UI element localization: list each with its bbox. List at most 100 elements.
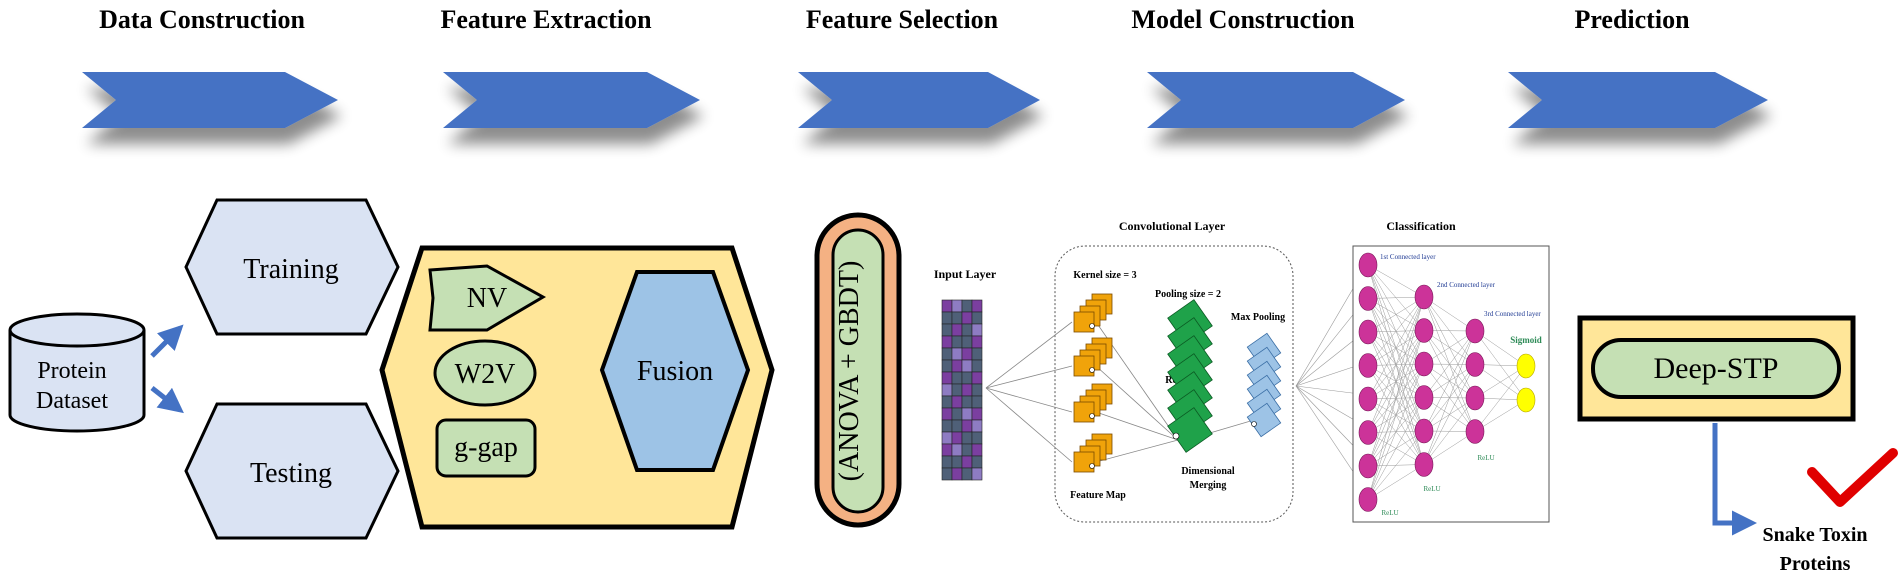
input-cell [951, 335, 963, 349]
input-cell [951, 419, 963, 433]
dataset-label-line1: Protein [37, 358, 106, 384]
dataset-label-line2: Dataset [36, 388, 108, 414]
nn-node [1414, 284, 1434, 310]
input-cell [971, 431, 983, 445]
nn-node [1465, 318, 1485, 344]
nn-node [1358, 319, 1378, 345]
deep-stp-label: Deep-STP [1654, 352, 1779, 385]
relu-label-2: ReLU [1423, 485, 1440, 493]
check-icon [1807, 448, 1898, 507]
testing-hexagon: Testing [184, 402, 400, 540]
feature-map-square [1073, 401, 1095, 423]
deep-stp-capsule [1591, 338, 1841, 399]
input-cell [941, 443, 953, 457]
input-layer-label: Input Layer [934, 267, 997, 281]
input-cell [961, 323, 973, 337]
feature-map-square [1073, 311, 1095, 333]
nn-node [1414, 351, 1434, 377]
input-cell [971, 371, 983, 385]
nn-output-node [1516, 353, 1536, 379]
nn-node [1358, 420, 1378, 445]
input-cell [951, 347, 963, 361]
input-cell [961, 395, 973, 409]
input-cell [941, 347, 953, 361]
w2v-label: W2V [455, 359, 516, 390]
nn-node [1465, 385, 1485, 411]
nn-edge [1367, 296, 1425, 433]
feature-extraction-panel: NV W2V g-gap Fusion [379, 245, 775, 530]
stage-arrow-1 [82, 72, 338, 128]
input-cell [961, 443, 973, 457]
conv-square [1167, 407, 1213, 453]
nn-node [1414, 418, 1434, 444]
feature-map-square [1073, 451, 1095, 473]
feature-map-square [1073, 355, 1095, 377]
input-cell [971, 443, 983, 457]
nn-edge [1423, 330, 1476, 465]
input-cell [971, 323, 983, 337]
testing-label: Testing [250, 458, 332, 489]
input-cell [971, 299, 983, 313]
stage-title-data-construction: Data Construction [99, 5, 305, 34]
nn-node [1358, 286, 1378, 311]
deep-stp-box: Deep-STP [1577, 315, 1856, 422]
feature-map-dot [1089, 367, 1095, 373]
nn-edge [1367, 363, 1425, 500]
nn-edge [1423, 296, 1476, 332]
ggap-label: g-gap [454, 432, 518, 463]
nn-edge [1474, 365, 1527, 399]
merging-label: Merging [1190, 480, 1227, 491]
relu-label-1: ReLU [1381, 509, 1398, 517]
nn-edge [1367, 296, 1425, 366]
nn-node [1358, 453, 1378, 479]
input-cell [961, 383, 973, 397]
nv-diamond [428, 264, 547, 332]
nn-edge [1474, 399, 1527, 432]
input-cell [951, 359, 963, 373]
cnn-line [1095, 365, 1179, 441]
cnn-line [985, 321, 1073, 389]
nn-edge [1423, 431, 1476, 465]
input-cell [941, 335, 953, 349]
split-arrow-up [150, 324, 184, 358]
input-cell [961, 419, 973, 433]
conv-dot [1172, 432, 1180, 440]
input-cell [941, 299, 953, 313]
layer2-label: 2nd Connected layer [1437, 281, 1496, 289]
nn-edge [1423, 397, 1476, 465]
fusion-label: Fusion [637, 356, 713, 387]
input-cell [951, 311, 963, 325]
stage-arrow-4 [1147, 72, 1405, 128]
input-cell [951, 299, 963, 313]
feature-selection-capsule: (ANOVA + GBDT) [814, 212, 902, 528]
nn-edge [1474, 365, 1527, 432]
input-cell [971, 407, 983, 421]
prediction-arrow [1712, 423, 1757, 536]
pool-square [1246, 402, 1282, 438]
input-cell [951, 431, 963, 445]
conv-green-stack [1167, 299, 1213, 453]
stage-arrow-2 [443, 72, 700, 128]
nn-node [1358, 252, 1378, 278]
input-cell [961, 407, 973, 421]
nn-edge [1423, 330, 1476, 398]
input-cell [971, 419, 983, 433]
split-arrow-down [150, 386, 184, 414]
input-layer-grid [941, 299, 983, 481]
feature-map-dot [1089, 413, 1095, 419]
nn-edge [1367, 296, 1425, 299]
input-cell [951, 467, 963, 481]
input-cell [971, 347, 983, 361]
max-pooling-label: Max Pooling [1231, 312, 1285, 323]
nn-edge [1474, 330, 1527, 367]
input-cell [941, 455, 953, 469]
sigmoid-label: Sigmoid [1510, 335, 1542, 345]
nn-edge [1367, 296, 1425, 400]
input-cell [971, 359, 983, 373]
classification-title: Classification [1386, 219, 1456, 233]
nn-edge [1367, 430, 1425, 500]
feature-map-dot [1089, 323, 1095, 329]
result-label-line2: Proteins [1780, 553, 1851, 575]
stage-title-prediction: Prediction [1574, 5, 1690, 34]
nn-edge [1367, 296, 1425, 500]
